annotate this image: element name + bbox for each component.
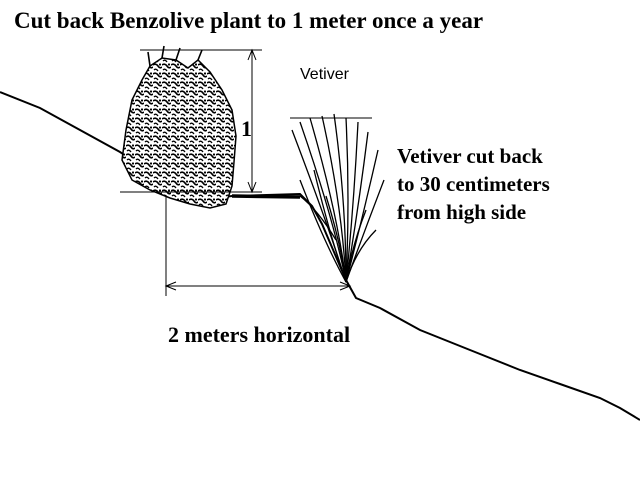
benzolive-shrub xyxy=(121,57,237,209)
height-dimension-label: 1 xyxy=(241,116,252,141)
vetiver-note-line: Vetiver cut back xyxy=(397,144,543,168)
vetiver-note-line: to 30 centimeters xyxy=(397,172,550,196)
vetiver-cut-note: Vetiver cut back to 30 centimeters from … xyxy=(397,142,637,226)
width-dimension-label: 2 meters horizontal xyxy=(168,322,351,347)
vetiver-label: Vetiver xyxy=(300,66,349,83)
diagram-title: Cut back Benzolive plant to 1 meter once… xyxy=(14,8,484,33)
vetiver-note-line: from high side xyxy=(397,200,527,224)
terrace-bench xyxy=(231,194,301,199)
width-dimension-line xyxy=(164,196,352,296)
vetiver-clump xyxy=(291,113,385,283)
height-dimension-line xyxy=(120,48,262,194)
